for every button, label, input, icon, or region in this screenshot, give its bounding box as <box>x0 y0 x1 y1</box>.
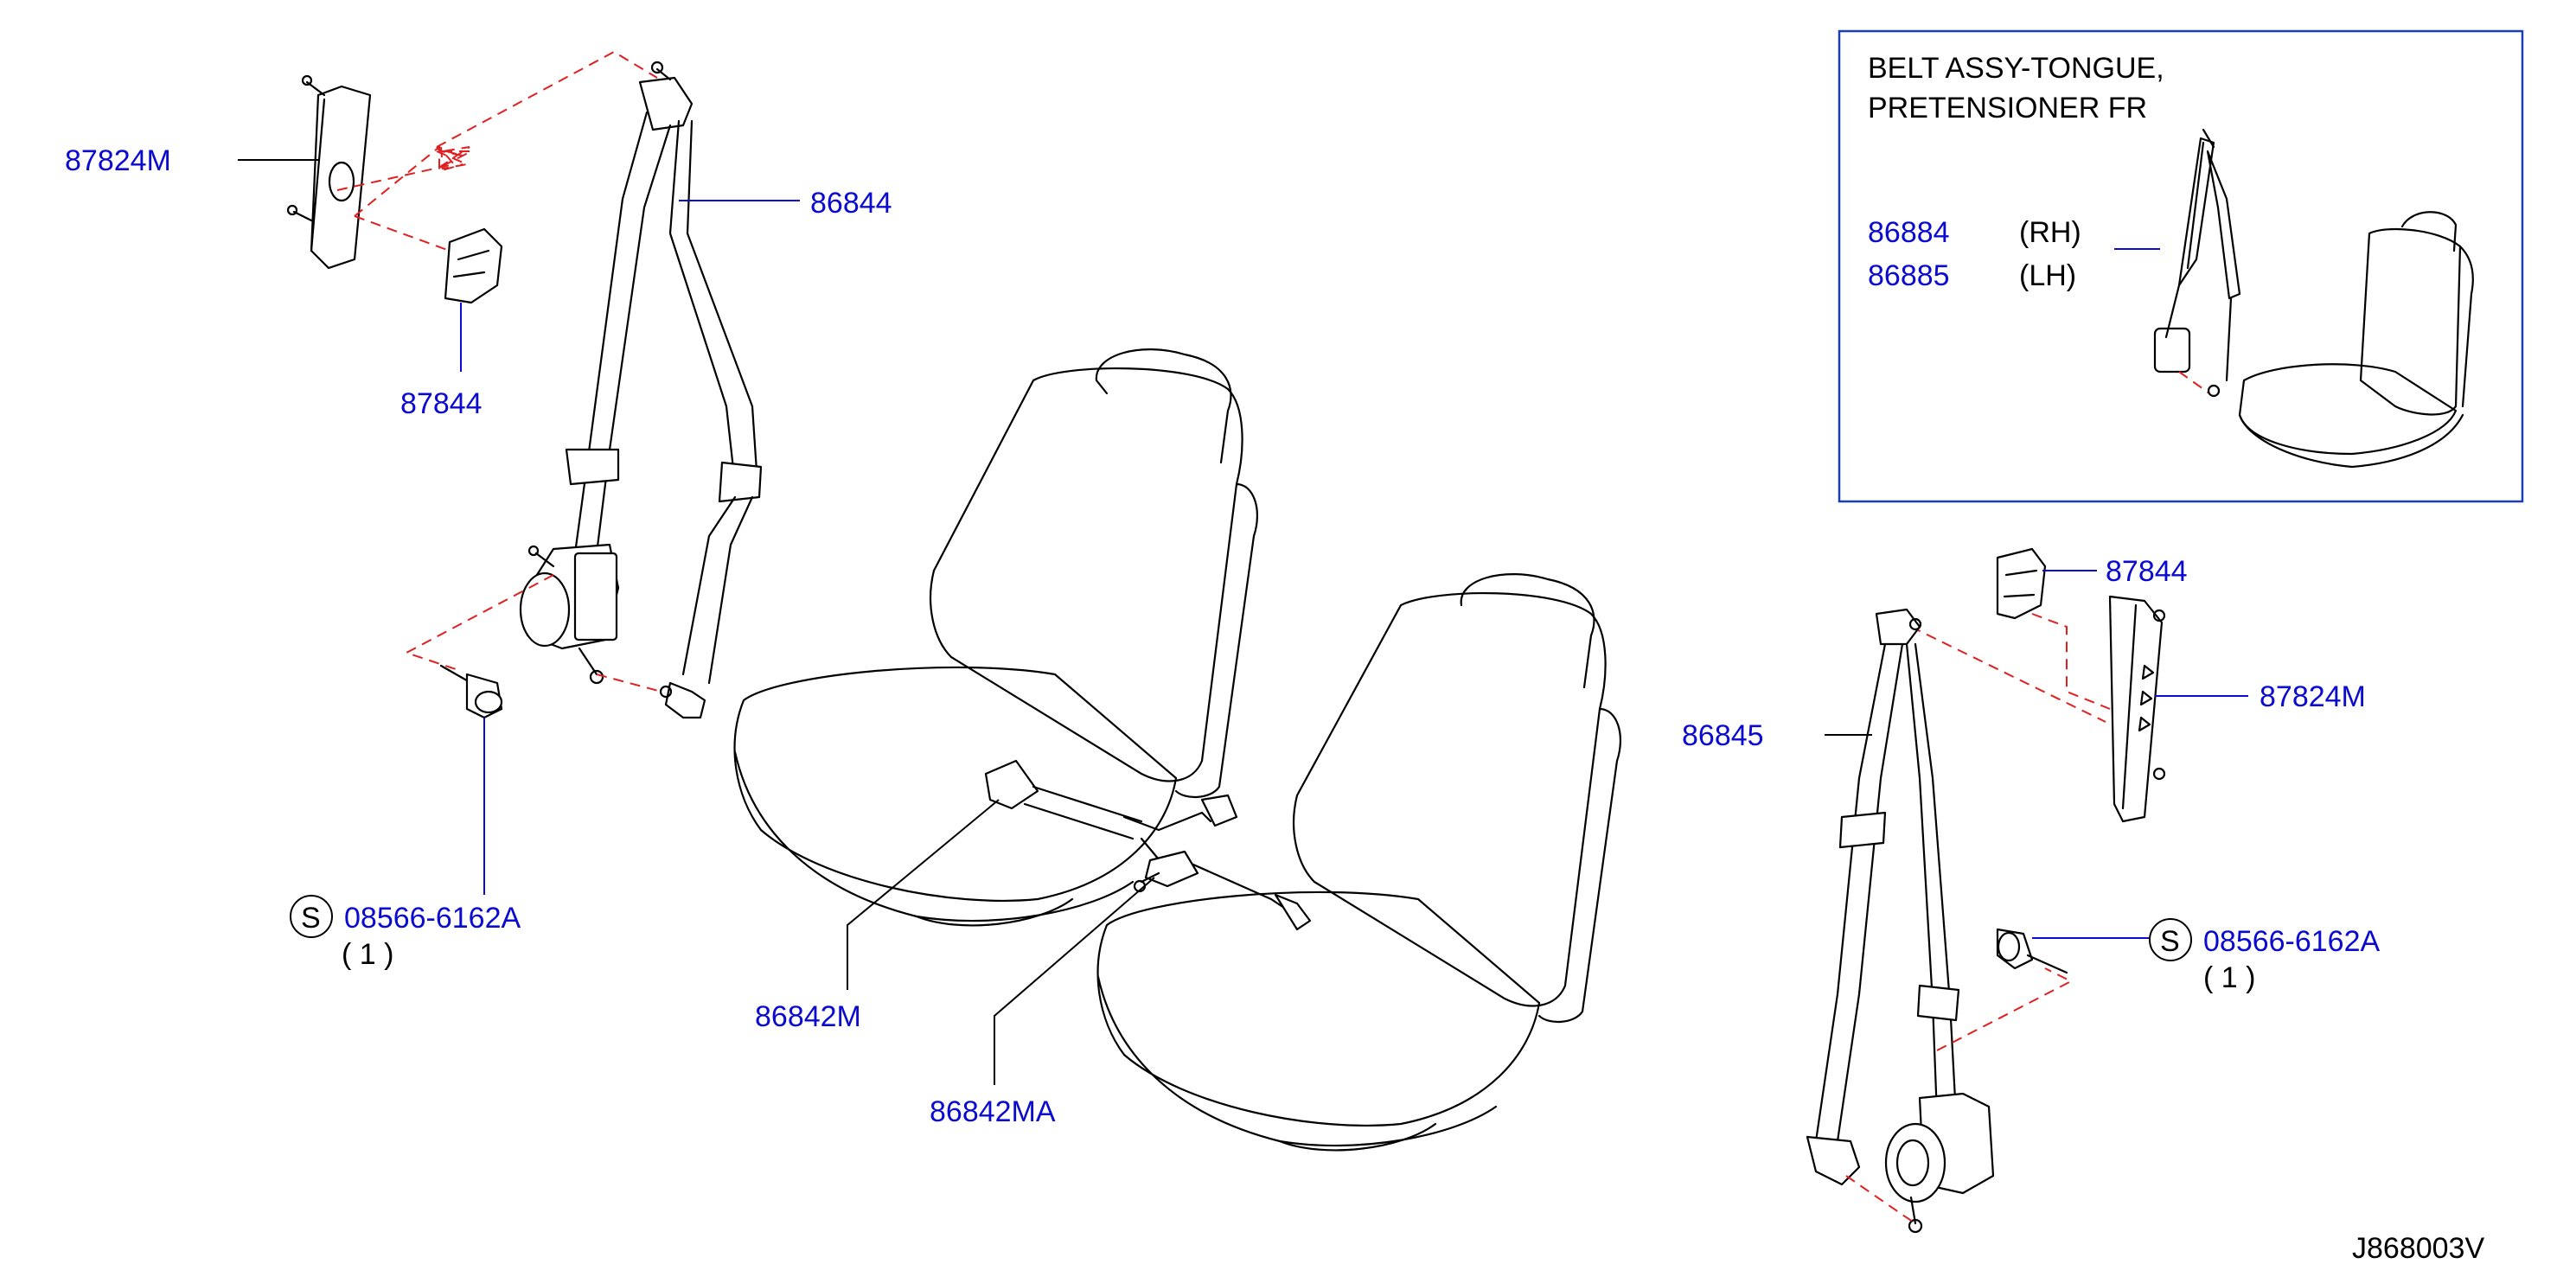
dash-right-bottom <box>1845 1175 1916 1224</box>
dash-right-top <box>1910 626 2106 723</box>
callout-right-bolt[interactable]: 08566-6162A <box>2203 925 2381 958</box>
callout-left-belt[interactable]: 86844 <box>810 187 892 220</box>
dash-left-top <box>336 146 472 191</box>
diagram-code: J868003V <box>2352 1232 2484 1265</box>
dash-left-top-d <box>436 50 658 148</box>
callout-buckle-center-b[interactable]: 86842MA <box>930 1095 1056 1128</box>
left-bolt-standard-symbol <box>290 895 333 938</box>
inset-panel: BELT ASSY-TONGUE, PRETENSIONER FR 86884 … <box>1838 29 2524 503</box>
dash-left-bolt <box>404 574 554 671</box>
right-guide-cover-drawing <box>1996 547 2047 620</box>
left-bolt-quantity: ( 1 ) <box>342 938 393 971</box>
leader-buckle-center <box>847 799 1000 990</box>
dash-right-guide <box>2031 613 2111 710</box>
inset-part-number-rh[interactable]: 86884 <box>1868 216 1950 249</box>
right-bolt-standard-letter: S <box>2160 925 2180 958</box>
left-bolt-standard-letter: S <box>301 902 321 935</box>
dash-left-bottom <box>596 673 662 693</box>
callout-left-anchor-cover[interactable]: 87824M <box>65 144 171 177</box>
callout-buckle-center[interactable]: 86842M <box>755 1000 861 1033</box>
inset-side-lh: (LH) <box>2019 259 2076 292</box>
inset-belt-drawing <box>2153 128 2241 398</box>
right-belt-drawing <box>1806 608 1995 1234</box>
inset-title-line2: PRETENSIONER FR <box>1868 92 2147 124</box>
inset-side-rh: (RH) <box>2019 216 2081 249</box>
right-seat-drawing <box>1096 573 1621 1152</box>
leader-buckle-center-b <box>994 877 1155 1085</box>
inset-seat-drawing <box>2238 211 2474 469</box>
callout-right-belt[interactable]: 86845 <box>1682 719 1764 752</box>
right-bolt-quantity: ( 1 ) <box>2203 961 2255 994</box>
left-seat-drawing <box>733 348 1258 927</box>
inset-border <box>1838 29 2524 503</box>
right-bolt-standard-symbol <box>2149 918 2192 961</box>
right-anchor-cover-drawing <box>2108 595 2166 823</box>
inset-part-number-lh[interactable]: 86885 <box>1868 259 1950 292</box>
callout-right-anchor-cover[interactable]: 87824M <box>2260 680 2366 713</box>
callout-left-bolt[interactable]: 08566-6162A <box>344 902 521 935</box>
left-belt-drawing <box>519 61 763 719</box>
callout-right-guide-cover[interactable]: 87844 <box>2106 555 2188 588</box>
left-bolt-drawing <box>439 664 503 719</box>
dash-left-top-e <box>354 144 463 217</box>
left-anchor-cover-drawing <box>286 74 372 270</box>
dash-left-top-b <box>354 215 451 252</box>
buckle-drawing <box>984 759 1312 931</box>
inset-title-line1: BELT ASSY-TONGUE, <box>1868 52 2164 85</box>
right-bolt-drawing <box>1996 928 2068 974</box>
left-guide-cover-drawing <box>444 227 503 304</box>
callout-left-guide-cover[interactable]: 87844 <box>400 387 483 420</box>
